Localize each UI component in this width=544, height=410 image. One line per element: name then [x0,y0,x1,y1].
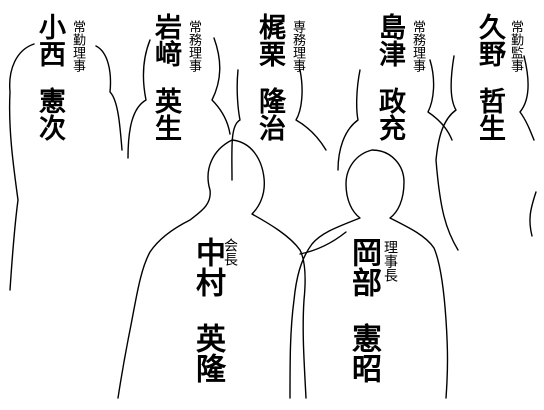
name-okabe-l2: 憲昭 [346,323,381,383]
silhouette-okabe [289,149,449,399]
name-nakamura: 中村 英隆 [190,232,225,388]
name-kajikuri-l2: 隆治 [254,87,285,141]
name-nakamura-l2: 英隆 [190,323,225,383]
title-kajikuri-text: 専務理事 [290,20,305,72]
title-kajikuri: 専務理事 [290,14,305,78]
title-konishi: 常勤理事 [70,14,85,78]
title-okabe: 理事長 [382,234,398,288]
title-shimazu: 常務理事 [410,14,425,78]
name-shimazu-l1: 島津 [374,13,405,67]
title-okabe-text: 理事長 [382,240,398,282]
silhouette-shimazu [337,59,453,171]
silhouette-konishi [8,43,123,291]
silhouette-kuno [435,55,535,251]
name-kuno-l2: 哲生 [474,87,505,141]
title-iwasaki-text: 常務理事 [186,20,201,72]
name-konishi-l1: 小西 [34,13,65,67]
name-nakamura-l1: 中村 [190,237,225,297]
name-konishi: 小西 憲次 [34,10,65,144]
title-iwasaki: 常務理事 [186,14,201,78]
title-kuno-text: 常勤監事 [508,20,523,72]
name-kuno: 久野 哲生 [474,10,505,144]
silhouette-overlap-line [299,231,347,255]
name-iwasaki: 岩﨑 英生 [150,10,181,144]
title-nakamura: 会長 [222,234,238,270]
silhouette-kajikuri [231,69,327,181]
name-kajikuri: 梶栗 隆治 [254,10,285,144]
title-shimazu-text: 常務理事 [410,20,425,72]
title-konishi-text: 常勤理事 [70,20,85,72]
name-iwasaki-l2: 英生 [150,87,181,141]
silhouette-far-right [529,191,537,237]
title-kuno: 常勤監事 [508,14,523,78]
name-okabe-l1: 岡部 [346,237,381,297]
name-kuno-l1: 久野 [474,13,505,67]
name-shimazu: 島津 政充 [374,10,405,144]
name-shimazu-l2: 政充 [374,87,405,141]
title-nakamura-text: 会長 [222,238,238,266]
silhouette-nakamura [117,139,307,399]
name-iwasaki-l1: 岩﨑 [150,13,181,67]
name-konishi-l2: 憲次 [34,87,65,141]
silhouette-iwasaki [127,37,231,159]
name-okabe: 岡部 憲昭 [346,232,381,388]
name-kajikuri-l1: 梶栗 [254,13,285,67]
